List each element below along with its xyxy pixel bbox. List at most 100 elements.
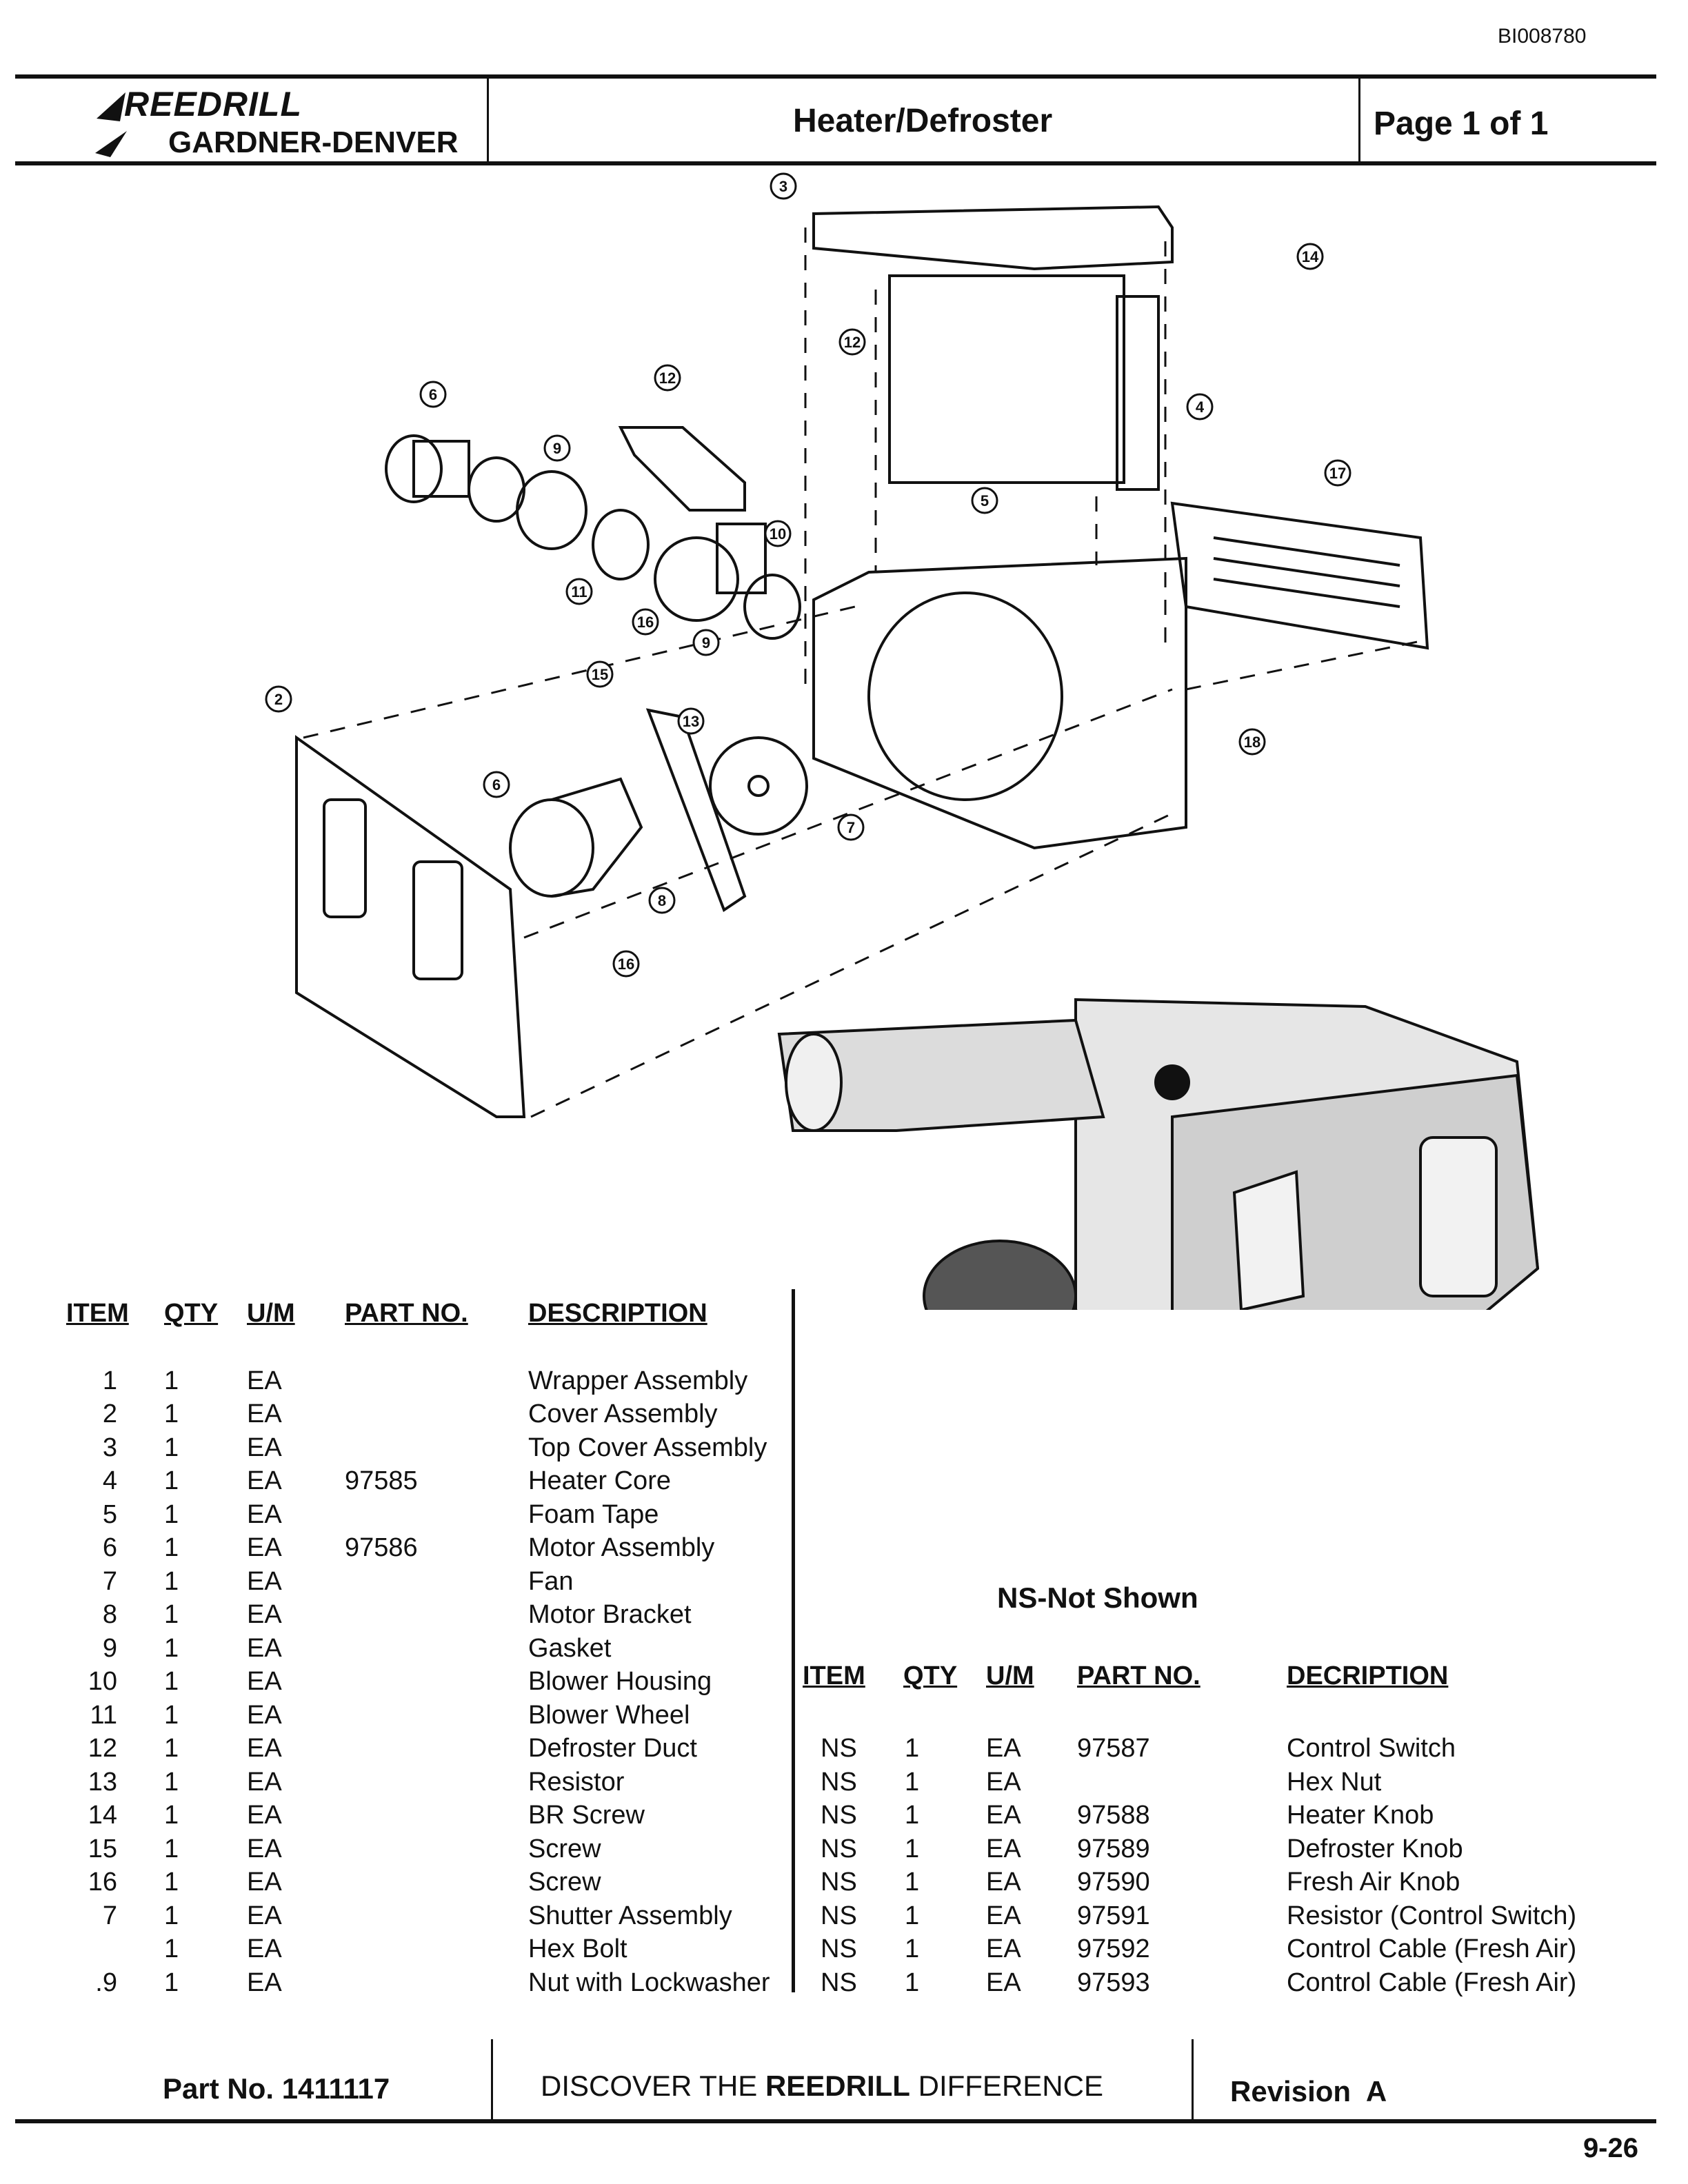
row-description: Blower Housing: [528, 1667, 712, 1696]
row-description: Wrapper Assembly: [528, 1366, 748, 1395]
row-description: Nut with Lockwasher: [528, 1968, 770, 1997]
ns-col-header-part-no: PART NO.: [1077, 1661, 1200, 1690]
row-description: Defroster Duct: [528, 1734, 697, 1763]
ns-row-description: Control Cable (Fresh Air): [1287, 1934, 1577, 1963]
row-item: 4: [102, 1466, 117, 1495]
ns-row-qty: 1: [905, 1801, 920, 1830]
row-um: EA: [247, 1366, 282, 1395]
row-description: Resistor: [528, 1768, 625, 1797]
row-um: EA: [247, 1801, 282, 1830]
svg-text:11: 11: [571, 583, 587, 600]
svg-text:5: 5: [981, 492, 989, 509]
svg-text:17: 17: [1329, 465, 1346, 482]
ns-row-um: EA: [986, 1768, 1021, 1797]
ns-row-um: EA: [986, 1734, 1021, 1763]
ns-row-part-no: 97593: [1077, 1968, 1150, 1997]
row-item: 3: [102, 1433, 117, 1462]
svg-text:16: 16: [618, 956, 634, 973]
row-item: 13: [88, 1768, 117, 1797]
ns-row-qty: 1: [905, 1934, 920, 1963]
row-qty: 1: [164, 1533, 179, 1562]
ns-row-um: EA: [986, 1968, 1021, 1997]
row-item: 8: [102, 1600, 117, 1629]
col-header-part-no: PART NO.: [345, 1299, 468, 1328]
row-qty: 1: [164, 1366, 179, 1395]
ns-row-item: NS: [821, 1934, 857, 1963]
svg-text:8: 8: [658, 892, 666, 909]
row-um: EA: [247, 1734, 282, 1763]
ns-row-qty: 1: [905, 1901, 920, 1930]
row-um: EA: [247, 1901, 282, 1930]
row-description: Screw: [528, 1868, 601, 1897]
row-qty: 1: [164, 1934, 179, 1963]
row-qty: 1: [164, 1466, 179, 1495]
drill-logo-icon: [95, 92, 127, 157]
row-part-no: 97586: [345, 1533, 418, 1562]
col-header-um: U/M: [247, 1299, 295, 1328]
ns-row-description: Hex Nut: [1287, 1768, 1382, 1797]
row-description: Top Cover Assembly: [528, 1433, 767, 1462]
table-divider: [792, 1289, 795, 1992]
row-qty: 1: [164, 1868, 179, 1897]
ns-row-qty: 1: [905, 1868, 920, 1897]
row-um: EA: [247, 1399, 282, 1428]
row-qty: 1: [164, 1734, 179, 1763]
row-item: 11: [90, 1701, 117, 1730]
row-description: Shutter Assembly: [528, 1901, 732, 1930]
col-header-item: ITEM: [66, 1299, 129, 1328]
row-um: EA: [247, 1466, 282, 1495]
ns-row-item: NS: [821, 1901, 857, 1930]
row-qty: 1: [164, 1667, 179, 1696]
col-header-qty: QTY: [164, 1299, 219, 1328]
slogan-post: DIFFERENCE: [910, 2070, 1103, 2102]
row-item: 16: [88, 1868, 117, 1897]
svg-text:10: 10: [770, 525, 786, 543]
row-description: Motor Assembly: [528, 1533, 715, 1562]
svg-text:14: 14: [1302, 248, 1319, 265]
svg-text:18: 18: [1244, 734, 1260, 751]
ns-row-item: NS: [821, 1734, 857, 1763]
row-qty: 1: [164, 1701, 179, 1730]
row-um: EA: [247, 1934, 282, 1963]
ns-col-header-description: DECRIPTION: [1287, 1661, 1449, 1690]
row-qty: 1: [164, 1433, 179, 1462]
svg-text:6: 6: [492, 776, 501, 793]
ns-row-um: EA: [986, 1901, 1021, 1930]
ns-row-part-no: 97589: [1077, 1834, 1150, 1863]
svg-text:4: 4: [1196, 398, 1205, 416]
ns-row-item: NS: [821, 1968, 857, 1997]
ns-row-qty: 1: [905, 1734, 920, 1763]
not-shown-note: NS-Not Shown: [997, 1581, 1198, 1614]
row-um: EA: [247, 1600, 282, 1629]
row-item: 7: [102, 1567, 117, 1596]
row-qty: 1: [164, 1901, 179, 1930]
header-top-rule: [15, 74, 1656, 79]
page-indicator: Page 1 of 1: [1374, 105, 1549, 142]
row-um: EA: [247, 1533, 282, 1562]
slogan-pre: DISCOVER THE: [541, 2070, 765, 2102]
row-um: EA: [247, 1500, 282, 1529]
row-qty: 1: [164, 1968, 179, 1997]
row-description: BR Screw: [528, 1801, 645, 1830]
row-qty: 1: [164, 1801, 179, 1830]
ns-row-description: Control Switch: [1287, 1734, 1456, 1763]
footer-rule: [15, 2119, 1656, 2123]
page-title: Heater/Defroster: [793, 103, 1053, 139]
ns-row-description: Defroster Knob: [1287, 1834, 1463, 1863]
svg-text:15: 15: [592, 666, 608, 683]
row-item: 7: [102, 1901, 117, 1930]
row-qty: 1: [164, 1768, 179, 1797]
row-part-no: 97585: [345, 1466, 418, 1495]
ns-row-part-no: 97587: [1077, 1734, 1150, 1763]
ns-row-item: NS: [821, 1834, 857, 1863]
ns-row-qty: 1: [905, 1834, 920, 1863]
svg-text:9: 9: [553, 440, 561, 457]
footer-slogan: DISCOVER THE REEDRILL DIFFERENCE: [541, 2070, 1103, 2103]
row-description: Cover Assembly: [528, 1399, 718, 1428]
ns-row-um: EA: [986, 1834, 1021, 1863]
footer-revision: Revision A: [1230, 2075, 1387, 2107]
row-item: 2: [102, 1399, 117, 1428]
ns-col-header-item: ITEM: [803, 1661, 865, 1690]
header-divider-left: [487, 77, 489, 163]
footer-divider-left: [491, 2039, 493, 2122]
